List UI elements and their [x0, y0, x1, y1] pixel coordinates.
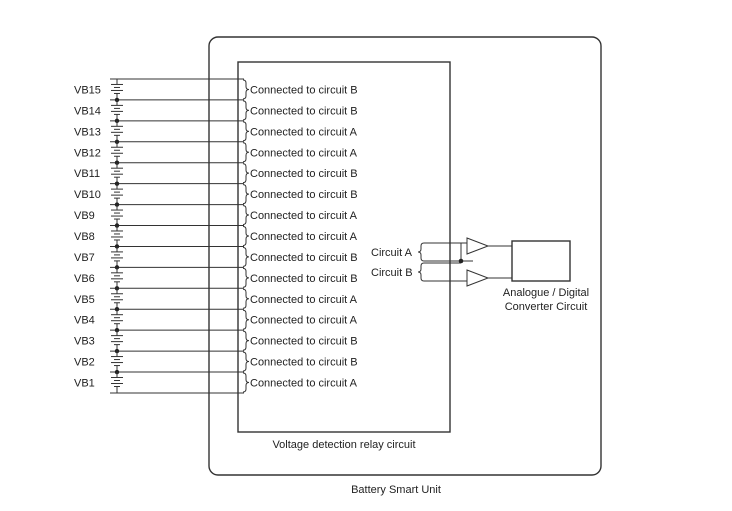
battery-cell: VB12 Connected to circuit A	[74, 139, 358, 163]
cell-connection-label: Connected to circuit A	[250, 377, 358, 389]
cell-connection-label: Connected to circuit B	[250, 252, 358, 264]
cell-connection-label: Connected to circuit A	[250, 231, 358, 243]
cell-label: VB15	[74, 84, 101, 96]
cell-connection-label: Connected to circuit A	[250, 126, 358, 138]
cell-connection-label: Connected to circuit A	[250, 315, 358, 327]
adc-label-line1: Analogue / Digital	[503, 287, 589, 299]
circuit-b-label: Circuit B	[371, 267, 413, 279]
cell-connection-label: Connected to circuit B	[250, 273, 358, 285]
battery-cell: VB11 Connected to circuit B	[74, 160, 358, 184]
amplifier-a-icon	[466, 237, 490, 255]
cell-connection-label: Connected to circuit A	[250, 294, 358, 306]
cell-label: VB8	[74, 231, 95, 243]
adc-box	[511, 240, 571, 282]
cell-label: VB9	[74, 210, 95, 222]
cell-label: VB5	[74, 294, 95, 306]
battery-cell: VB1 Connected to circuit A	[74, 369, 358, 393]
battery-cell: VB5 Connected to circuit A	[74, 286, 358, 310]
cell-connection-label: Connected to circuit B	[250, 189, 358, 201]
battery-cell: VB4 Connected to circuit A	[74, 307, 358, 331]
cell-label: VB1	[74, 377, 95, 389]
battery-cell: VB15 Connected to circuit B	[74, 78, 358, 100]
battery-cell: VB7 Connected to circuit B	[74, 244, 358, 268]
cell-label: VB14	[74, 105, 101, 117]
cell-connection-label: Connected to circuit B	[250, 168, 358, 180]
relay-circuit-box	[237, 61, 451, 433]
cell-connection-label: Connected to circuit B	[250, 84, 358, 96]
junction-dot	[458, 258, 464, 264]
cell-connection-label: Connected to circuit A	[250, 147, 358, 159]
cell-label: VB7	[74, 252, 95, 264]
adc-connection	[417, 237, 571, 287]
battery-cell: VB8 Connected to circuit A	[74, 223, 358, 247]
battery-cell: VB10 Connected to circuit B	[74, 181, 358, 205]
cell-connection-label: Connected to circuit B	[250, 105, 358, 117]
cell-label: VB11	[74, 168, 100, 180]
circuit-b-brace	[417, 262, 425, 282]
cell-connection-label: Connected to circuit A	[250, 210, 358, 222]
cell-label: VB3	[74, 336, 95, 348]
battery-cell: VB6 Connected to circuit B	[74, 265, 358, 289]
relay-circuit-label: Voltage detection relay circuit	[272, 439, 415, 451]
battery-cell: VB13 Connected to circuit A	[74, 118, 358, 142]
battery-smart-unit-label: Battery Smart Unit	[351, 484, 441, 496]
battery-cell: VB9 Connected to circuit A	[74, 202, 358, 226]
battery-cell: VB3 Connected to circuit B	[74, 327, 358, 352]
cell-connection-label: Connected to circuit B	[250, 357, 358, 369]
battery-cell: VB2 Connected to circuit B	[74, 348, 358, 373]
circuit-a-brace	[417, 242, 425, 262]
cell-label: VB12	[74, 147, 101, 159]
cell-label: VB10	[74, 189, 101, 201]
cell-label: VB13	[74, 126, 101, 138]
cell-label: VB6	[74, 273, 95, 285]
cell-connection-label: Connected to circuit B	[250, 336, 358, 348]
battery-smart-unit-box	[208, 36, 602, 476]
adc-label-line2: Converter Circuit	[505, 301, 588, 313]
amplifier-b-icon	[466, 269, 490, 287]
cell-label: VB4	[74, 315, 95, 327]
cell-label: VB2	[74, 357, 95, 369]
circuit-a-label: Circuit A	[371, 247, 413, 259]
battery-cell: VB14 Connected to circuit B	[74, 97, 358, 121]
